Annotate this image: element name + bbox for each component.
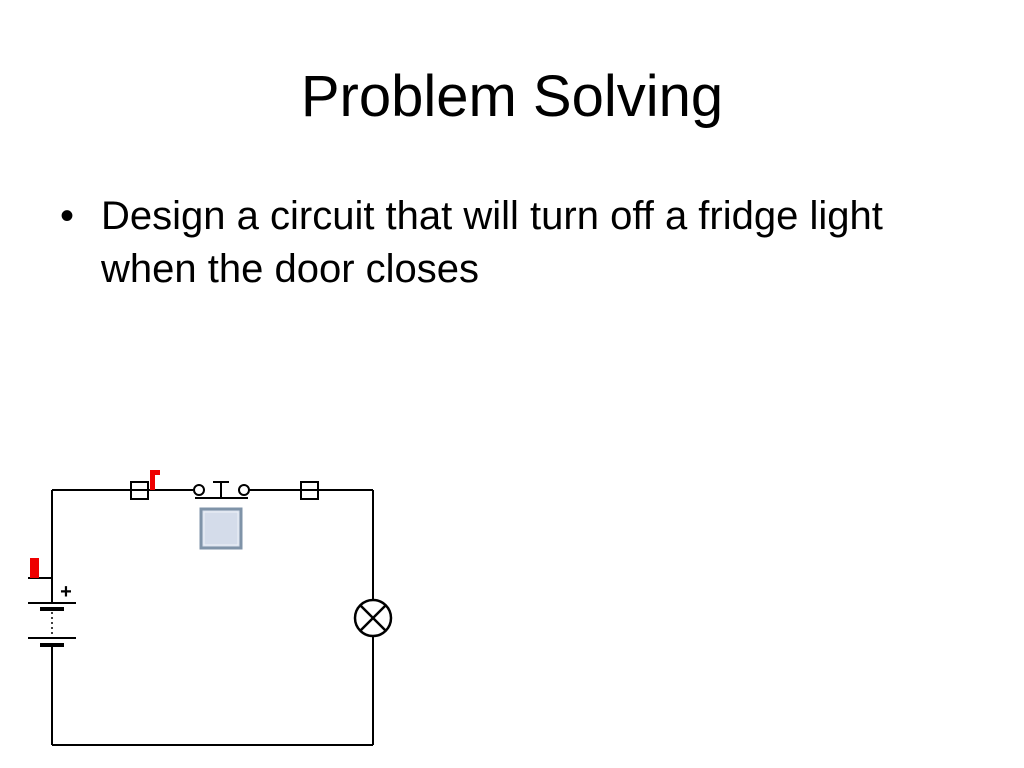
bullet-list: • Design a circuit that will turn off a … <box>60 190 960 296</box>
switch-contact-right <box>238 484 250 496</box>
switch-push-button[interactable] <box>199 507 243 550</box>
bullet-item: • Design a circuit that will turn off a … <box>60 190 960 296</box>
lamp-cross-b <box>359 604 387 632</box>
probe-left[interactable] <box>30 558 39 578</box>
switch-contact-left <box>193 484 205 496</box>
lamp-symbol <box>353 598 393 638</box>
bullet-marker: • <box>60 194 75 238</box>
probe-top-body <box>150 470 155 490</box>
slide-title: Problem Solving <box>300 64 724 129</box>
battery-plus-label: + <box>60 581 72 603</box>
probe-top[interactable] <box>150 470 160 490</box>
switch-push-button-highlight <box>203 511 239 546</box>
circuit-wires <box>51 489 374 746</box>
push-switch-symbol[interactable] <box>193 481 250 499</box>
bullet-text: Design a circuit that will turn off a fr… <box>101 194 883 291</box>
